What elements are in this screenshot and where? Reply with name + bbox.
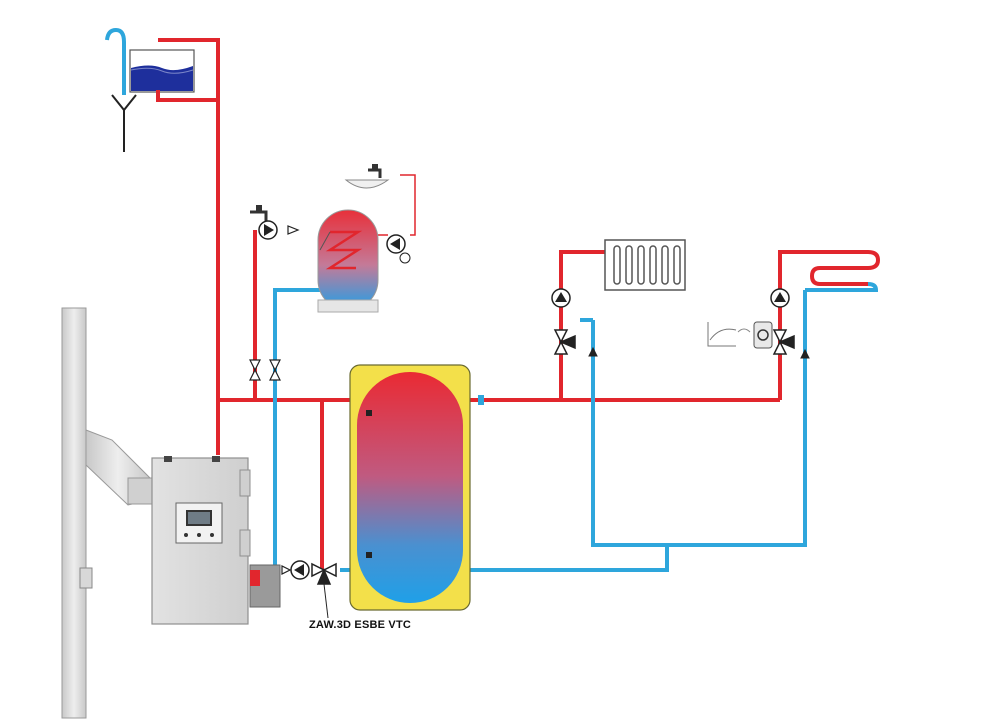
chimney: [61, 307, 153, 719]
circulation-pump: [770, 288, 790, 308]
dhw-cylinder: [317, 209, 379, 313]
circulation-pump: [290, 560, 310, 580]
circulation-pump: [551, 288, 571, 308]
valve-label: ZAW.3D ESBE VTC: [309, 619, 412, 631]
heating-controller: [707, 321, 773, 349]
return-pipes: [273, 288, 830, 572]
buffer-tank: [349, 364, 484, 611]
check-valve: [287, 225, 300, 235]
underfloor-heating-coil: [809, 250, 881, 292]
check-valve: [588, 346, 598, 357]
three-way-mixing-valve: [553, 329, 576, 355]
three-way-mixing-valve: [311, 562, 337, 619]
three-way-mixing-valve: [772, 329, 795, 355]
boiler-controller: [175, 502, 223, 544]
radiator: [604, 239, 686, 291]
ball-valve: [269, 359, 281, 381]
check-valve: [281, 565, 292, 575]
tap: [344, 164, 390, 189]
circulation-pump: [386, 234, 411, 264]
supply-pipes: [156, 38, 830, 570]
ball-valve: [249, 359, 261, 381]
tap: [250, 205, 268, 224]
check-valve: [800, 348, 810, 359]
circulation-pump: [258, 220, 278, 240]
solid-fuel-boiler: [151, 456, 281, 625]
open-expansion-tank: [105, 27, 195, 152]
